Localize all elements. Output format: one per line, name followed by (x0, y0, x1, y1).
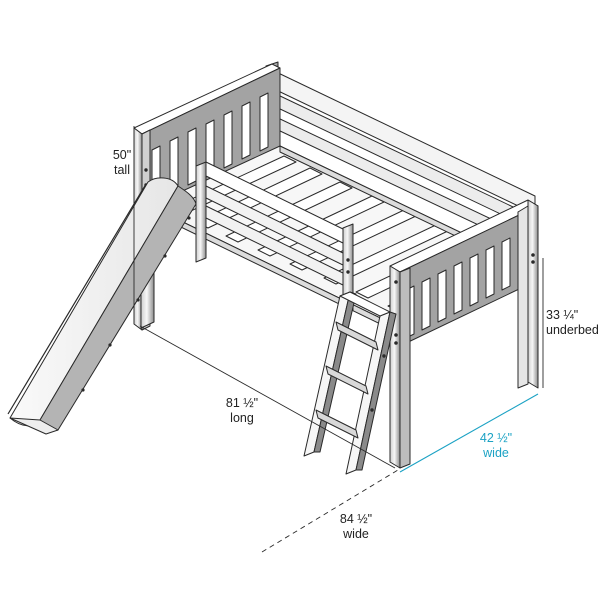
dimension-lines (133, 126, 544, 553)
back-rail (271, 69, 536, 248)
length-label: 81 ½" long (220, 396, 264, 426)
total-width-label: 84 ½" wide (334, 512, 378, 542)
bed-width-value: 42 ½" (479, 431, 513, 445)
guard-rail (195, 161, 354, 315)
ladder (303, 291, 397, 475)
bed-width-label: 42 ½" wide (474, 431, 518, 461)
underbed-caption: underbed (546, 323, 599, 337)
height-value: 50" (112, 148, 132, 162)
length-value: 81 ½" (225, 396, 259, 410)
bed-width-dimension-line (399, 393, 539, 473)
total-width-value: 84 ½" (339, 512, 373, 526)
slide (7, 177, 197, 435)
underbed-value: 33 ¼" (546, 308, 579, 322)
height-label: 50" tall (104, 148, 140, 178)
bed-width-caption: wide (483, 446, 509, 460)
height-caption: tall (114, 163, 130, 177)
footboard (389, 199, 539, 469)
length-dimension-line (139, 325, 396, 469)
underbed-label: 33 ¼" underbed (546, 308, 600, 338)
total-width-caption: wide (343, 527, 369, 541)
length-caption: long (230, 411, 254, 425)
